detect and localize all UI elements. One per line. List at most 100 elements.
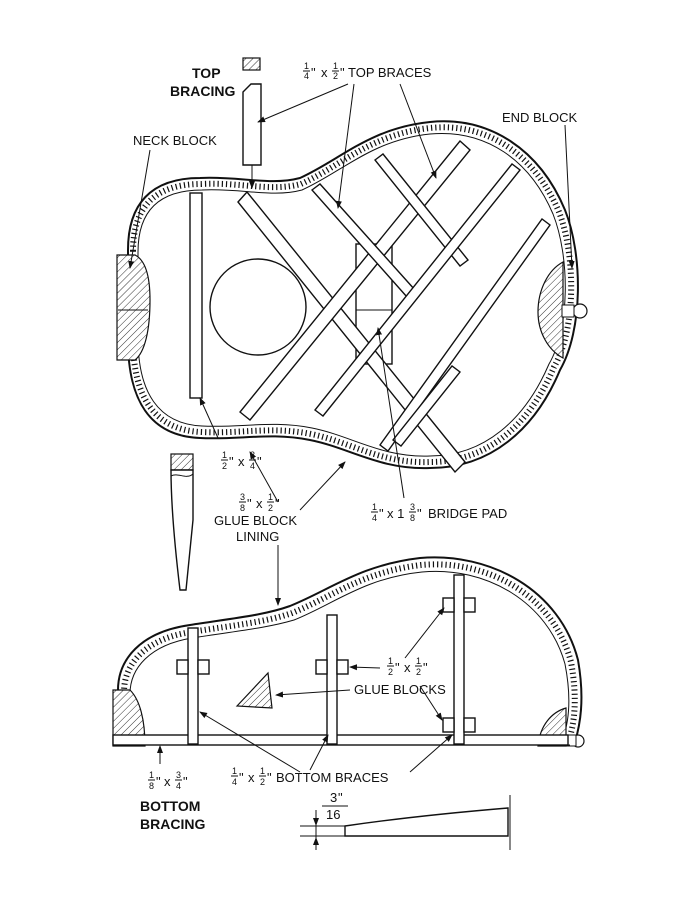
svg-text:2: 2 <box>222 461 227 471</box>
svg-text:1: 1 <box>333 61 338 71</box>
half-half-label: 1 2 " x 1 2 " <box>387 656 428 677</box>
triangle-glue-block <box>235 671 273 709</box>
three-eighths-half-label: 3 8 " x 1 2 " <box>239 492 280 513</box>
svg-text:x: x <box>256 496 263 511</box>
tone-bar-4 <box>379 218 551 452</box>
svg-text:x: x <box>238 454 245 469</box>
svg-text:x: x <box>404 660 411 675</box>
top-brace-section <box>242 57 262 189</box>
top-end-block <box>537 260 564 360</box>
bottom-braces-label: 1 4 " x 1 2 " BOTTOM BRACES <box>231 766 389 787</box>
bridge-plate-brace <box>392 365 461 447</box>
svg-text:3: 3 <box>176 770 181 780</box>
top-kerfing <box>130 124 575 466</box>
svg-text:": " <box>247 496 252 511</box>
svg-text:4: 4 <box>176 781 181 791</box>
glue-block-lining-1: GLUE BLOCK <box>214 513 297 528</box>
leader-lines <box>128 83 575 773</box>
brace-taper-section <box>344 807 509 837</box>
svg-text:2: 2 <box>416 667 421 677</box>
svg-text:x: x <box>321 65 328 80</box>
svg-text:3: 3 <box>410 502 415 512</box>
svg-text:BRIDGE PAD: BRIDGE PAD <box>428 506 507 521</box>
bottom-outline <box>117 556 583 743</box>
svg-text:16: 16 <box>326 807 340 822</box>
bottom-brace-2 <box>326 614 338 745</box>
svg-text:1: 1 <box>232 766 237 776</box>
svg-text:8: 8 <box>240 503 245 513</box>
svg-text:3: 3 <box>250 450 255 460</box>
back-plate <box>112 734 569 746</box>
bottom-brace-3 <box>453 574 465 745</box>
glue-blocks-label: GLUE BLOCKS <box>354 682 446 697</box>
svg-text:1: 1 <box>268 492 273 502</box>
bottom-bracing-title-2: BRACING <box>140 816 205 832</box>
upper-transverse-brace <box>189 192 203 399</box>
bottom-neck-block <box>112 689 146 747</box>
svg-text:1: 1 <box>149 770 154 780</box>
svg-text:1: 1 <box>416 656 421 666</box>
glue-block-lining-2: LINING <box>236 529 279 544</box>
half-three-quarter-label: 1 2 " x 3 4 " <box>221 450 262 471</box>
svg-text:": " <box>275 496 280 511</box>
svg-text:3: 3 <box>330 790 337 805</box>
svg-text:1: 1 <box>388 656 393 666</box>
svg-text:1: 1 <box>260 766 265 776</box>
svg-text:": " <box>379 506 384 521</box>
bottom-bracing-view <box>112 556 585 850</box>
svg-text:": " <box>156 774 161 789</box>
svg-text:TOP BRACES: TOP BRACES <box>348 65 432 80</box>
svg-text:1: 1 <box>304 61 309 71</box>
x-brace-right <box>239 139 471 421</box>
svg-text:": " <box>423 660 428 675</box>
svg-text:": " <box>338 790 343 805</box>
svg-text:": " <box>257 454 262 469</box>
svg-text:4: 4 <box>304 71 309 81</box>
bottom-bracing-title-1: BOTTOM <box>140 798 200 814</box>
svg-text:4: 4 <box>232 777 237 787</box>
svg-text:": " <box>395 660 400 675</box>
three-sixteenths-label: 3 " 16 <box>322 790 348 822</box>
bottom-brace-1 <box>187 627 199 745</box>
svg-text:x: x <box>164 774 171 789</box>
svg-text:": " <box>229 454 234 469</box>
top-bracing-title-2: BRACING <box>170 83 235 99</box>
end-block-label: END BLOCK <box>502 110 577 125</box>
svg-text:2: 2 <box>260 777 265 787</box>
svg-text:": " <box>417 506 422 521</box>
svg-text:": " <box>183 774 188 789</box>
svg-text:8: 8 <box>149 781 154 791</box>
bridge-pad-label: 1 4 " x 1 3 8 " BRIDGE PAD <box>371 502 507 523</box>
svg-text:": " <box>311 65 316 80</box>
top-body-outline <box>127 120 579 470</box>
upper-brace-section <box>170 453 194 591</box>
top-bracing-title-1: TOP <box>192 65 221 81</box>
end-pin <box>572 303 588 319</box>
svg-text:1: 1 <box>222 450 227 460</box>
svg-text:2: 2 <box>333 71 338 81</box>
svg-text:3: 3 <box>240 492 245 502</box>
svg-text:8: 8 <box>410 513 415 523</box>
top-lining-inner <box>137 132 566 457</box>
svg-text:4: 4 <box>250 461 255 471</box>
svg-text:BOTTOM BRACES: BOTTOM BRACES <box>276 770 389 785</box>
top-bracing-view <box>116 120 588 474</box>
x-brace-left <box>237 190 466 474</box>
svg-text:": " <box>267 770 272 785</box>
labels: TOP BRACING 1 4 " x 1 2 " TOP BRACES NEC… <box>133 61 577 832</box>
svg-text:": " <box>239 770 244 785</box>
tone-bar-2 <box>374 153 469 267</box>
top-braces-label: 1 4 " x 1 2 " TOP BRACES <box>303 61 432 81</box>
svg-text:x: x <box>248 770 255 785</box>
svg-text:x 1: x 1 <box>387 506 404 521</box>
tone-bar-3 <box>314 163 521 417</box>
eighth-three-quarter-label: 1 8 " x 3 4 " <box>148 770 188 791</box>
neck-block-label: NECK BLOCK <box>133 133 217 148</box>
svg-text:4: 4 <box>372 513 377 523</box>
svg-text:": " <box>340 65 345 80</box>
svg-text:2: 2 <box>268 503 273 513</box>
sound-hole <box>209 258 307 356</box>
svg-text:2: 2 <box>388 667 393 677</box>
svg-text:1: 1 <box>372 502 377 512</box>
